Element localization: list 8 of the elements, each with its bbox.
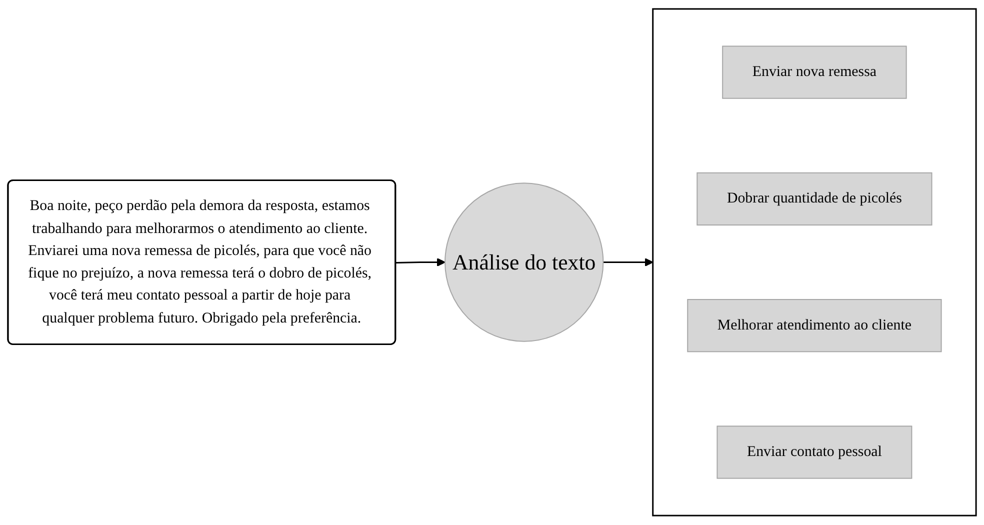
node-box: Melhorar atendimento ao cliente [687, 299, 942, 352]
arrow [396, 258, 446, 267]
node-circle: Análise do texto [444, 182, 604, 342]
cluster [652, 8, 977, 517]
arrow [603, 258, 654, 267]
node-box: Enviar contato pessoal [716, 426, 912, 480]
node-box: Dobrar quantidade de picolés [696, 172, 932, 226]
node-box: Enviar nova remessa [722, 46, 907, 100]
